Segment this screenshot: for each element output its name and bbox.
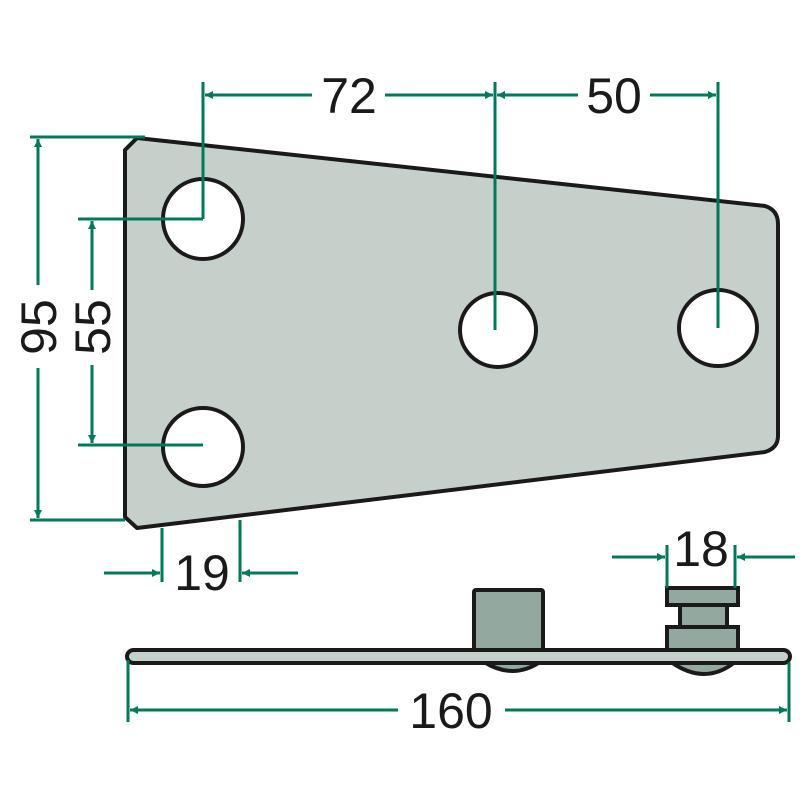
dim-55-label: 55 — [65, 299, 121, 355]
dim-160-label: 160 — [409, 683, 492, 739]
hole-center — [458, 291, 538, 369]
dimension-pin: 18 — [612, 521, 795, 588]
dimension-edge: 19 — [104, 520, 298, 601]
dimension-length: 160 — [126, 660, 791, 739]
dim-50-label: 50 — [586, 68, 642, 124]
dim-72-label: 72 — [321, 68, 377, 124]
hole-bottom-left — [161, 406, 245, 488]
pin-cap — [665, 586, 740, 607]
dim-95-label: 95 — [11, 299, 67, 355]
dimension-height: 95 — [11, 135, 145, 522]
dimension-top: 72 50 — [201, 68, 720, 330]
plate-top-view — [123, 136, 780, 530]
dim-19-label: 19 — [174, 545, 230, 601]
plate-side-view — [125, 586, 792, 676]
dimension-hole-vertical: 55 — [65, 217, 203, 447]
pin-neck — [678, 603, 729, 629]
dim-18-label: 18 — [673, 521, 729, 577]
